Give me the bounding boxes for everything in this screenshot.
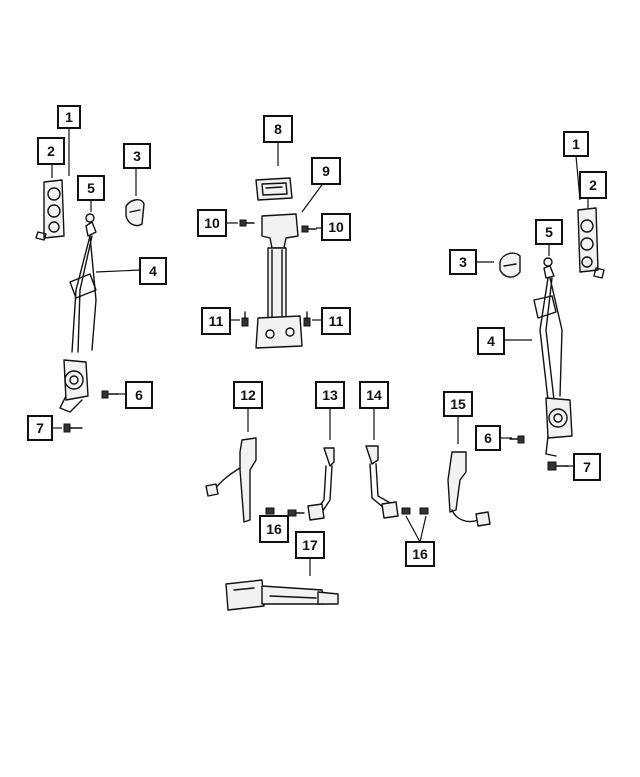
svg-text:16: 16	[266, 521, 282, 537]
svg-text:5: 5	[545, 224, 553, 240]
right-retractor-belt	[533, 257, 573, 457]
callout-4-left: 4	[139, 257, 167, 285]
svg-text:3: 3	[133, 148, 141, 164]
buckle-extender-17	[225, 579, 339, 611]
callout-6-right: 6	[475, 425, 501, 451]
svg-text:3: 3	[459, 254, 467, 270]
svg-text:1: 1	[572, 136, 580, 152]
switch-bezel-8	[255, 177, 293, 201]
right-bolt-7	[547, 461, 569, 471]
callout-11-left: 11	[201, 307, 231, 335]
svg-text:10: 10	[328, 219, 344, 235]
callout-13: 13	[315, 381, 345, 409]
callout-8: 8	[263, 115, 293, 143]
callout-10-right: 10	[321, 213, 351, 241]
svg-text:17: 17	[302, 537, 318, 553]
callout-4-right: 4	[477, 327, 505, 355]
callout-16-left: 16	[259, 515, 289, 543]
svg-text:14: 14	[366, 387, 382, 403]
callout-3-left: 3	[123, 143, 151, 169]
buckle-14	[365, 445, 399, 519]
left-height-adjuster	[35, 179, 65, 241]
adjuster-bracket-9	[255, 213, 303, 349]
bolts-10	[239, 219, 317, 233]
right-bolt-6	[509, 435, 525, 444]
buckle-12	[205, 437, 257, 523]
callout-16-right: 16	[405, 541, 435, 567]
callout-14: 14	[359, 381, 389, 409]
callout-5-left: 5	[77, 175, 105, 201]
callout-1-left: 1	[57, 105, 81, 129]
svg-text:9: 9	[322, 163, 330, 179]
callout-2-right: 2	[579, 171, 607, 199]
svg-text:16: 16	[412, 546, 428, 562]
buckle-15	[447, 451, 491, 527]
callout-9: 9	[311, 157, 341, 185]
svg-text:6: 6	[484, 430, 492, 446]
svg-text:12: 12	[240, 387, 256, 403]
callout-15: 15	[443, 391, 473, 417]
svg-text:5: 5	[87, 180, 95, 196]
callout-6-left: 6	[125, 381, 153, 409]
svg-text:6: 6	[135, 387, 143, 403]
left-trim-cover	[125, 199, 145, 227]
svg-text:13: 13	[322, 387, 338, 403]
svg-text:1: 1	[65, 109, 73, 125]
callout-10-left: 10	[197, 209, 227, 237]
callout-2-left: 2	[37, 137, 65, 165]
svg-text:10: 10	[204, 215, 220, 231]
svg-text:7: 7	[36, 420, 44, 436]
left-bolt-7	[63, 423, 83, 433]
left-retractor-belt	[59, 213, 97, 413]
callout-3-right: 3	[449, 249, 477, 275]
svg-text:2: 2	[47, 143, 55, 159]
svg-text:15: 15	[450, 396, 466, 412]
callout-11-right: 11	[321, 307, 351, 335]
callout-5-right: 5	[535, 219, 563, 245]
callout-12: 12	[233, 381, 263, 409]
leader-lines	[51, 128, 589, 576]
callout-17: 17	[295, 531, 325, 559]
svg-text:4: 4	[487, 333, 495, 349]
svg-text:11: 11	[329, 313, 344, 329]
bolts-11	[241, 311, 311, 327]
bolts-16	[265, 507, 429, 517]
callout-1-right: 1	[563, 131, 589, 157]
right-trim-cover	[499, 252, 521, 278]
svg-text:4: 4	[149, 263, 157, 279]
svg-text:11: 11	[209, 313, 224, 329]
right-height-adjuster	[577, 207, 605, 279]
svg-text:2: 2	[589, 177, 597, 193]
buckle-13	[307, 447, 335, 521]
svg-text:7: 7	[583, 459, 591, 475]
svg-text:8: 8	[274, 121, 282, 137]
left-bolt-6	[101, 390, 119, 399]
callout-7-right: 7	[573, 453, 601, 481]
callout-7-left: 7	[27, 415, 53, 441]
